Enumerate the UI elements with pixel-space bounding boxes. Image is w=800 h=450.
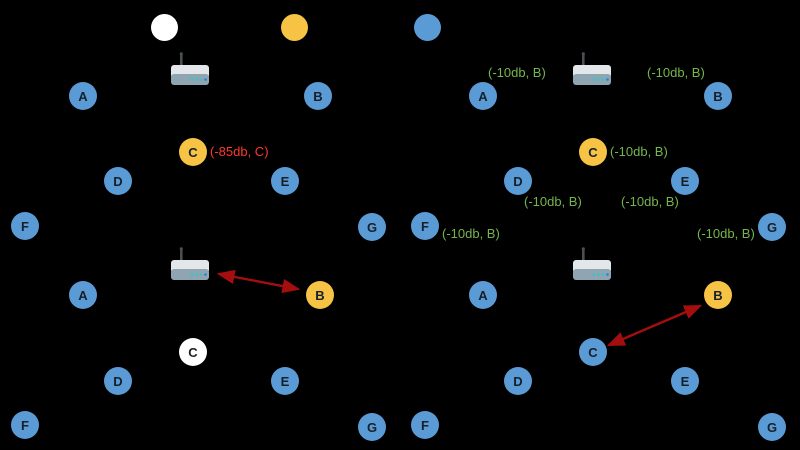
node-g: G bbox=[758, 213, 786, 241]
node-e: E bbox=[671, 367, 699, 395]
annotation-d-signal: (-10db, B) bbox=[524, 194, 582, 209]
node-a: A bbox=[469, 82, 497, 110]
router-icon bbox=[167, 52, 213, 92]
node-a: A bbox=[469, 281, 497, 309]
annotation-c-signal: (-85db, C) bbox=[210, 144, 269, 159]
node-g: G bbox=[358, 413, 386, 441]
node-f: F bbox=[411, 212, 439, 240]
node-b: B bbox=[306, 281, 334, 309]
node-b: B bbox=[304, 82, 332, 110]
arrow-router-to-b bbox=[216, 269, 301, 294]
annotation-c-signal: (-10db, B) bbox=[610, 144, 668, 159]
annotation-router-right: (-10db, B) bbox=[647, 65, 705, 80]
status-dot-white bbox=[151, 14, 178, 41]
annotation-router-left: (-10db, B) bbox=[488, 65, 546, 80]
annotation-e-signal: (-10db, B) bbox=[621, 194, 679, 209]
status-dot-blue bbox=[414, 14, 441, 41]
router-icon bbox=[569, 247, 615, 287]
node-c: C bbox=[579, 138, 607, 166]
node-d: D bbox=[504, 367, 532, 395]
status-dot-yellow bbox=[281, 14, 308, 41]
router-icon bbox=[569, 52, 615, 92]
arrow-c-to-b bbox=[606, 304, 703, 347]
node-e: E bbox=[271, 167, 299, 195]
node-c: C bbox=[179, 138, 207, 166]
node-d: D bbox=[104, 167, 132, 195]
node-e: E bbox=[671, 167, 699, 195]
node-f: F bbox=[11, 411, 39, 439]
annotation-g-signal: (-10db, B) bbox=[697, 226, 755, 241]
node-f: F bbox=[411, 411, 439, 439]
router-icon bbox=[167, 247, 213, 287]
node-c: C bbox=[179, 338, 207, 366]
node-e: E bbox=[271, 367, 299, 395]
node-c: C bbox=[579, 338, 607, 366]
node-d: D bbox=[504, 167, 532, 195]
node-a: A bbox=[69, 281, 97, 309]
node-b: B bbox=[704, 281, 732, 309]
node-g: G bbox=[758, 413, 786, 441]
node-b: B bbox=[704, 82, 732, 110]
node-g: G bbox=[358, 213, 386, 241]
annotation-f-signal: (-10db, B) bbox=[442, 226, 500, 241]
node-a: A bbox=[69, 82, 97, 110]
node-f: F bbox=[11, 212, 39, 240]
node-d: D bbox=[104, 367, 132, 395]
